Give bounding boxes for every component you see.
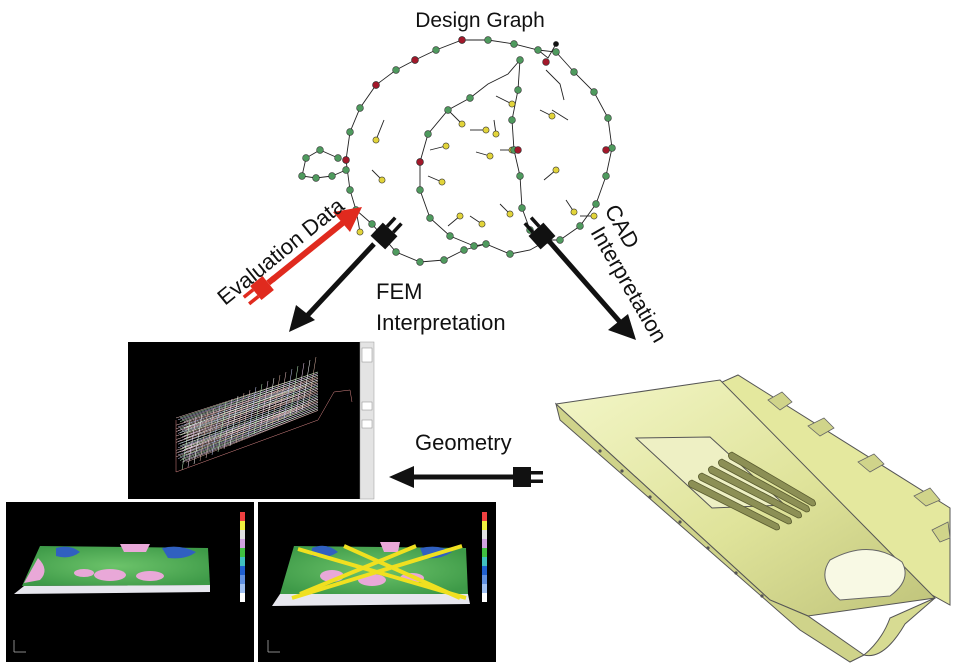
- graph-node: [416, 186, 424, 194]
- graph-node: [426, 214, 434, 222]
- graph-node: [602, 172, 610, 180]
- graph-node: [458, 36, 466, 44]
- graph-node: [444, 106, 452, 114]
- graph-node: [440, 256, 448, 264]
- graph-node: [356, 104, 364, 112]
- graph-node: [411, 56, 419, 64]
- geometry-arrow: [389, 466, 543, 488]
- graph-edge: [551, 109, 569, 121]
- graph-node: [516, 172, 524, 180]
- graph-node: [356, 228, 364, 236]
- graph-node: [570, 208, 578, 216]
- graph-node: [372, 136, 380, 144]
- graph-node: [542, 58, 550, 66]
- graph-node: [604, 114, 612, 122]
- graph-node: [302, 154, 310, 162]
- graph-node: [416, 258, 424, 266]
- design-graph: [298, 36, 616, 266]
- graph-node: [534, 46, 542, 54]
- fem-result-right: [258, 502, 496, 662]
- graph-node: [442, 142, 450, 150]
- graph-node: [334, 154, 342, 162]
- graph-edge: [469, 59, 521, 99]
- graph-edge: [545, 69, 565, 101]
- graph-node: [602, 146, 610, 154]
- fem-label-line1: FEM: [376, 279, 422, 304]
- graph-node: [460, 246, 468, 254]
- graph-edge: [345, 59, 511, 263]
- graph-node: [592, 200, 600, 208]
- graph-node: [298, 172, 306, 180]
- graph-node: [492, 130, 500, 138]
- graph-node: [510, 40, 518, 48]
- graph-node: [576, 222, 584, 230]
- fem-arrow: [289, 216, 403, 332]
- graph-node: [346, 128, 354, 136]
- geometry-label: Geometry: [415, 430, 512, 455]
- graph-node: [368, 220, 376, 228]
- graph-node: [328, 172, 336, 180]
- graph-node: [518, 204, 526, 212]
- graph-node: [590, 88, 598, 96]
- graph-node: [342, 156, 350, 164]
- graph-edge: [375, 119, 385, 141]
- graph-node: [516, 56, 524, 64]
- graph-node: [470, 242, 478, 250]
- graph-node: [312, 174, 320, 182]
- graph-node: [456, 212, 464, 220]
- fem-mesh-screenshot: [128, 341, 375, 500]
- design-graph-title: Design Graph: [415, 9, 545, 32]
- graph-node: [466, 94, 474, 102]
- graph-node: [438, 178, 446, 186]
- plug-icon: [370, 216, 403, 250]
- plug-icon: [513, 467, 543, 487]
- graph-node: [486, 152, 494, 160]
- graph-node: [484, 36, 492, 44]
- graph-edge: [414, 49, 437, 61]
- graph-node: [506, 250, 514, 258]
- graph-node: [590, 212, 598, 220]
- graph-node: [392, 66, 400, 74]
- graph-node: [372, 81, 380, 89]
- graph-node: [506, 210, 514, 218]
- graph-node: [556, 236, 564, 244]
- graph-node: [482, 240, 490, 248]
- graph-node: [508, 100, 516, 108]
- graph-edge: [419, 97, 475, 247]
- graph-edge: [301, 149, 347, 179]
- graph-node: [316, 146, 324, 154]
- graph-node: [432, 46, 440, 54]
- plug-icon: [523, 216, 556, 250]
- graph-node: [548, 112, 556, 120]
- graph-edge: [435, 39, 613, 241]
- graph-node: [482, 126, 490, 134]
- graph-node: [570, 68, 578, 76]
- cad-arrow: [523, 216, 636, 340]
- graph-node: [552, 48, 560, 56]
- graph-node: [508, 116, 516, 124]
- graph-node: [342, 166, 350, 174]
- plug-icon: [242, 275, 277, 306]
- graph-edge: [537, 43, 557, 59]
- cad-part-render: [554, 374, 951, 663]
- fem-result-left: [6, 502, 254, 662]
- graph-node: [346, 186, 354, 194]
- graph-nodes: [298, 36, 616, 266]
- graph-node: [392, 248, 400, 256]
- graph-node: [424, 130, 432, 138]
- graph-node: [478, 220, 486, 228]
- graph-node: [514, 86, 522, 94]
- graph-node: [416, 158, 424, 166]
- fem-label-line2: Interpretation: [376, 310, 506, 335]
- graph-node: [446, 232, 454, 240]
- graph-node: [514, 146, 522, 154]
- graph-node: [552, 166, 560, 174]
- evaluation-data-arrow: [242, 207, 362, 306]
- graph-node: [553, 41, 559, 47]
- graph-node: [458, 120, 466, 128]
- graph-node: [378, 176, 386, 184]
